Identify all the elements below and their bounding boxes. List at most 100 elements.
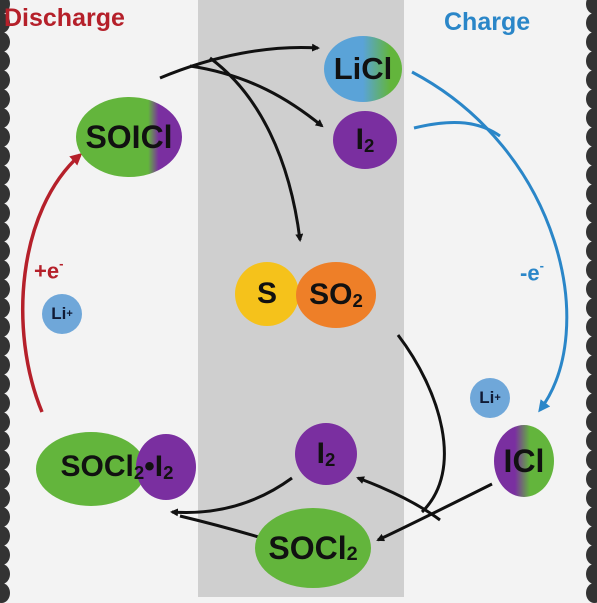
- licl-node: LiCl: [324, 36, 402, 102]
- edge-bead: [0, 203, 10, 223]
- edge-bead: [586, 70, 597, 90]
- edge-bead: [0, 108, 10, 128]
- edge-bead: [586, 317, 597, 337]
- edge-bead: [0, 393, 10, 413]
- edge-bead: [586, 431, 597, 451]
- edge-bead: [586, 260, 597, 280]
- edge-bead: [0, 13, 10, 33]
- edge-bead: [586, 412, 597, 432]
- left-edge-beads: [0, 0, 18, 603]
- edge-bead: [0, 450, 10, 470]
- socl2-label: SOCl: [268, 529, 347, 566]
- edge-bead: [586, 355, 597, 375]
- edge-bead: [0, 374, 10, 394]
- edge-bead: [0, 298, 10, 318]
- socl2-i2-base1: SOCl: [60, 450, 134, 483]
- edge-bead: [0, 51, 10, 71]
- charge-arc: [411, 70, 569, 413]
- edge-bead: [0, 127, 10, 147]
- edge-bead: [586, 336, 597, 356]
- charge-li-ion: Li+: [470, 378, 510, 418]
- edge-bead: [0, 583, 10, 603]
- socl2-i2-sub1: 2: [133, 461, 145, 483]
- edge-bead: [586, 241, 597, 261]
- edge-bead: [0, 355, 10, 375]
- edge-bead: [0, 279, 10, 299]
- charge-title: Charge: [444, 8, 531, 36]
- edge-bead: [0, 431, 10, 451]
- discharge-arc: [21, 153, 83, 413]
- s-node: S: [235, 262, 299, 326]
- edge-bead: [0, 89, 10, 109]
- socl2-i2-base2: I: [154, 450, 164, 483]
- edge-bead: [586, 450, 597, 470]
- arrow-socl2-to-socl2i2: [179, 514, 263, 540]
- edge-bead: [0, 336, 10, 356]
- charge-arc-branch: [413, 120, 501, 138]
- icl-node: ICl: [494, 425, 554, 497]
- so2-label: SO: [309, 278, 353, 311]
- edge-bead: [0, 564, 10, 584]
- edge-bead: [0, 412, 10, 432]
- edge-bead: [586, 545, 597, 565]
- discharge-li-sup: +: [66, 308, 73, 320]
- arrow-soicl-to-s: [209, 56, 304, 242]
- i2-bottom-subscript: 2: [325, 448, 336, 470]
- arrow-so2-to-socl2: [396, 334, 446, 514]
- socl2-subscript: 2: [346, 542, 358, 565]
- charge-electron-text: -e: [520, 260, 540, 286]
- discharge-electron-sup: -: [59, 256, 64, 271]
- edge-bead: [586, 564, 597, 584]
- edge-bead: [0, 146, 10, 166]
- discharge-title: Discharge: [4, 4, 125, 32]
- charge-electron-label: -e-: [520, 258, 544, 286]
- edge-bead: [586, 146, 597, 166]
- arrow-soicl-to-i2: [189, 64, 324, 128]
- i2-bottom-label: I: [316, 437, 325, 470]
- edge-bead: [586, 583, 597, 603]
- arrow-i2-to-socl2i2: [170, 476, 293, 517]
- edge-bead: [586, 203, 597, 223]
- icl-label: ICl: [503, 442, 545, 479]
- edge-bead: [586, 374, 597, 394]
- edge-bead: [0, 260, 10, 280]
- edge-bead: [586, 507, 597, 527]
- edge-bead: [0, 526, 10, 546]
- edge-bead: [586, 32, 597, 52]
- edge-bead: [0, 469, 10, 489]
- charge-electron-sup: -: [539, 258, 544, 273]
- edge-bead: [586, 108, 597, 128]
- discharge-electron-text: +e: [34, 258, 60, 284]
- edge-bead: [586, 298, 597, 318]
- s-label: S: [256, 277, 277, 310]
- discharge-electron-label: +e-: [34, 256, 64, 284]
- edge-bead: [0, 184, 10, 204]
- edge-bead: [586, 51, 597, 71]
- discharge-li-text: Li: [51, 304, 67, 323]
- discharge-li-ion: Li+: [42, 294, 82, 334]
- edge-bead: [586, 488, 597, 508]
- edge-bead: [586, 184, 597, 204]
- soicl-node: SOICl: [76, 97, 182, 177]
- edge-bead: [0, 32, 10, 52]
- edge-bead: [0, 165, 10, 185]
- edge-bead: [0, 488, 10, 508]
- edge-bead: [0, 70, 10, 90]
- edge-bead: [586, 526, 597, 546]
- edge-bead: [586, 0, 597, 14]
- right-edge-beads: [583, 0, 597, 603]
- i2-top-label: I: [355, 123, 364, 156]
- charge-li-sup: +: [494, 392, 501, 404]
- edge-bead: [0, 241, 10, 261]
- edge-bead: [586, 222, 597, 242]
- edge-bead: [0, 317, 10, 337]
- edge-bead: [0, 0, 10, 14]
- edge-bead: [586, 127, 597, 147]
- arrow-socl2-to-i2: [356, 476, 441, 522]
- socl2-i2-node: [36, 432, 146, 506]
- edge-bead: [586, 393, 597, 413]
